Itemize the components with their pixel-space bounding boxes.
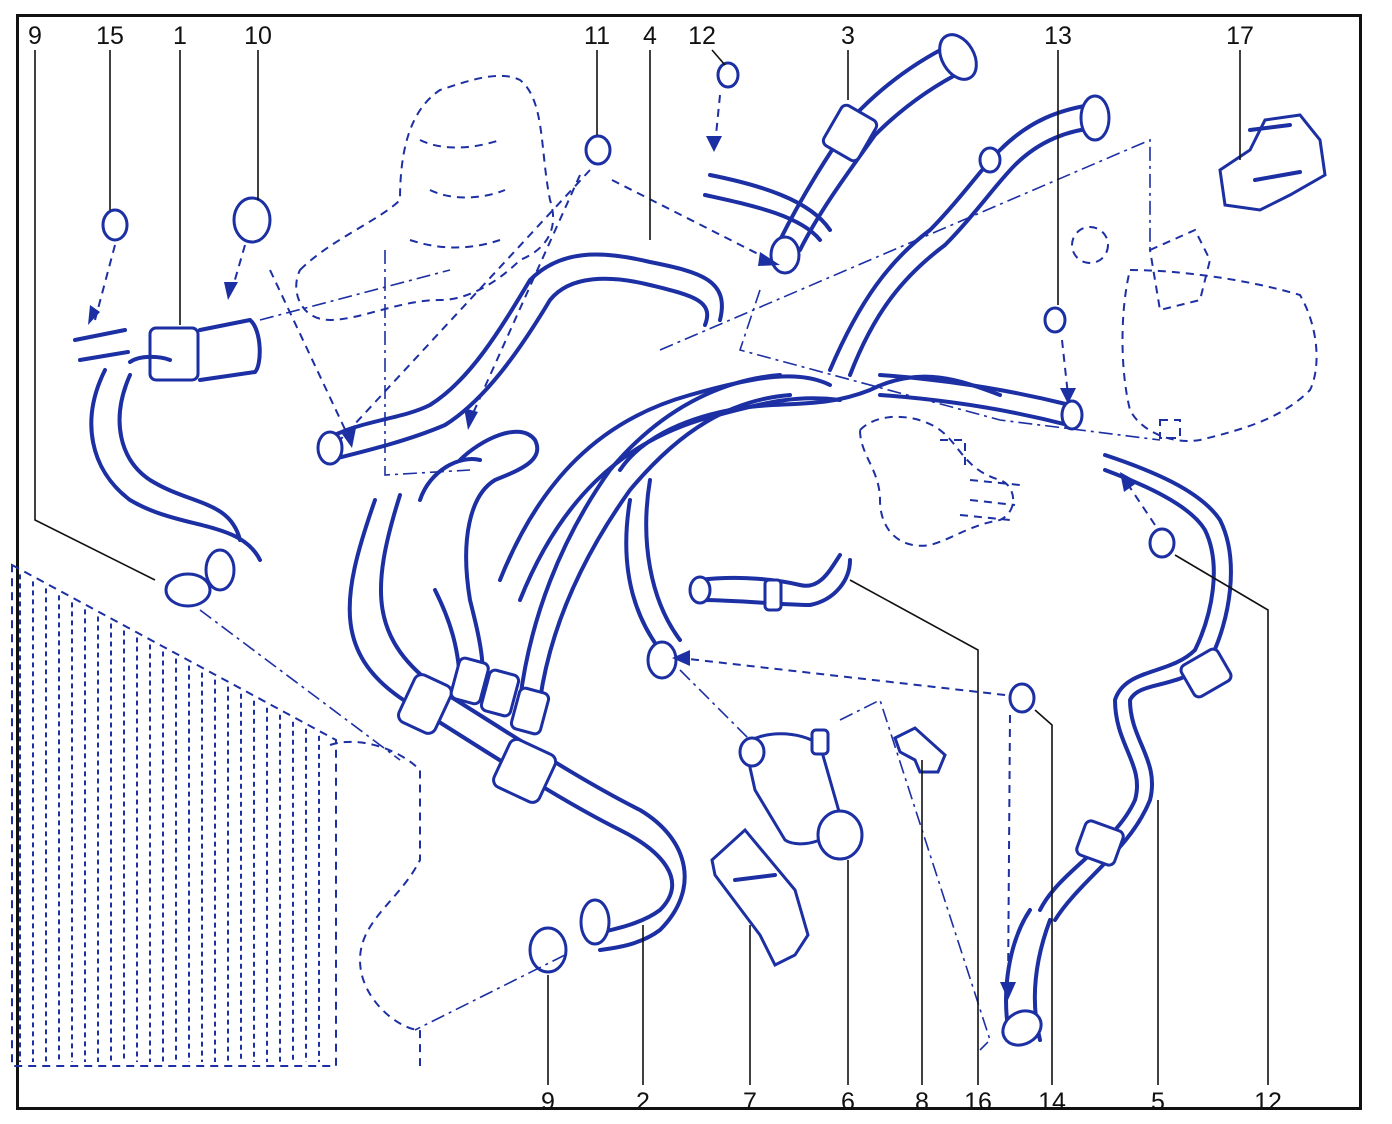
callout-3: 3: [841, 22, 855, 50]
bracket-7: [710, 827, 810, 968]
callouts-top: 9 15 1 10 11 4 12 3 13 17: [28, 22, 1254, 50]
callout-2: 2: [636, 1088, 650, 1116]
clamp-9-top: [164, 572, 212, 608]
hose-16: [688, 553, 852, 612]
callout-9-bottom: 9: [541, 1088, 555, 1116]
callout-6: 6: [841, 1088, 855, 1116]
engine-block-outline: [295, 74, 555, 322]
clamp-9-bottom: [528, 926, 568, 974]
callout-15: 15: [96, 22, 124, 50]
leader-lines: [34, 49, 1269, 1085]
callout-5: 5: [1151, 1088, 1165, 1116]
sensor-17: [1218, 113, 1327, 212]
coolant-pump: [738, 728, 864, 861]
clamp-13: [1043, 306, 1067, 334]
expansion-tank: [1071, 226, 1318, 442]
clamp-12-right: [1148, 527, 1176, 559]
hose-bundle: [418, 373, 1002, 736]
clip-8: [893, 726, 947, 774]
hose-clamps: [101, 61, 1176, 974]
callout-4: 4: [643, 22, 657, 50]
callout-16: 16: [964, 1088, 992, 1116]
clamp-14: [1008, 682, 1036, 714]
hose-2: [347, 493, 687, 952]
callout-8: 8: [915, 1088, 929, 1116]
callout-7: 7: [743, 1088, 757, 1116]
callout-10: 10: [244, 22, 272, 50]
radiator: [11, 563, 421, 1067]
hose-1: [73, 318, 262, 592]
callout-9-top: 9: [28, 22, 42, 50]
clamp-11: [584, 134, 612, 166]
hose-4: [316, 252, 724, 466]
callout-11: 11: [584, 22, 610, 50]
callout-17: 17: [1226, 22, 1254, 50]
hose-14: [1001, 908, 1052, 1047]
radiator-core-grid: [19, 574, 320, 1062]
hose-5: [1038, 453, 1233, 922]
clamp-10: [232, 196, 272, 244]
callout-13: 13: [1044, 22, 1072, 50]
callout-12-top: 12: [688, 22, 716, 50]
clamp-15: [101, 208, 129, 242]
hose-3: [703, 33, 978, 275]
callout-12-bottom: 12: [1254, 1088, 1282, 1116]
upper-long-hose: [828, 94, 1111, 431]
diagram-frame: [16, 14, 1362, 1110]
assembly-arrows: [88, 94, 1161, 1051]
thermostat-housing: [858, 415, 1021, 547]
callout-1: 1: [173, 22, 187, 50]
callouts-bottom: 9 2 7 6 8 16 14 5 12: [541, 1088, 1282, 1116]
callout-14: 14: [1038, 1088, 1066, 1116]
clamp-12-top: [716, 61, 740, 89]
